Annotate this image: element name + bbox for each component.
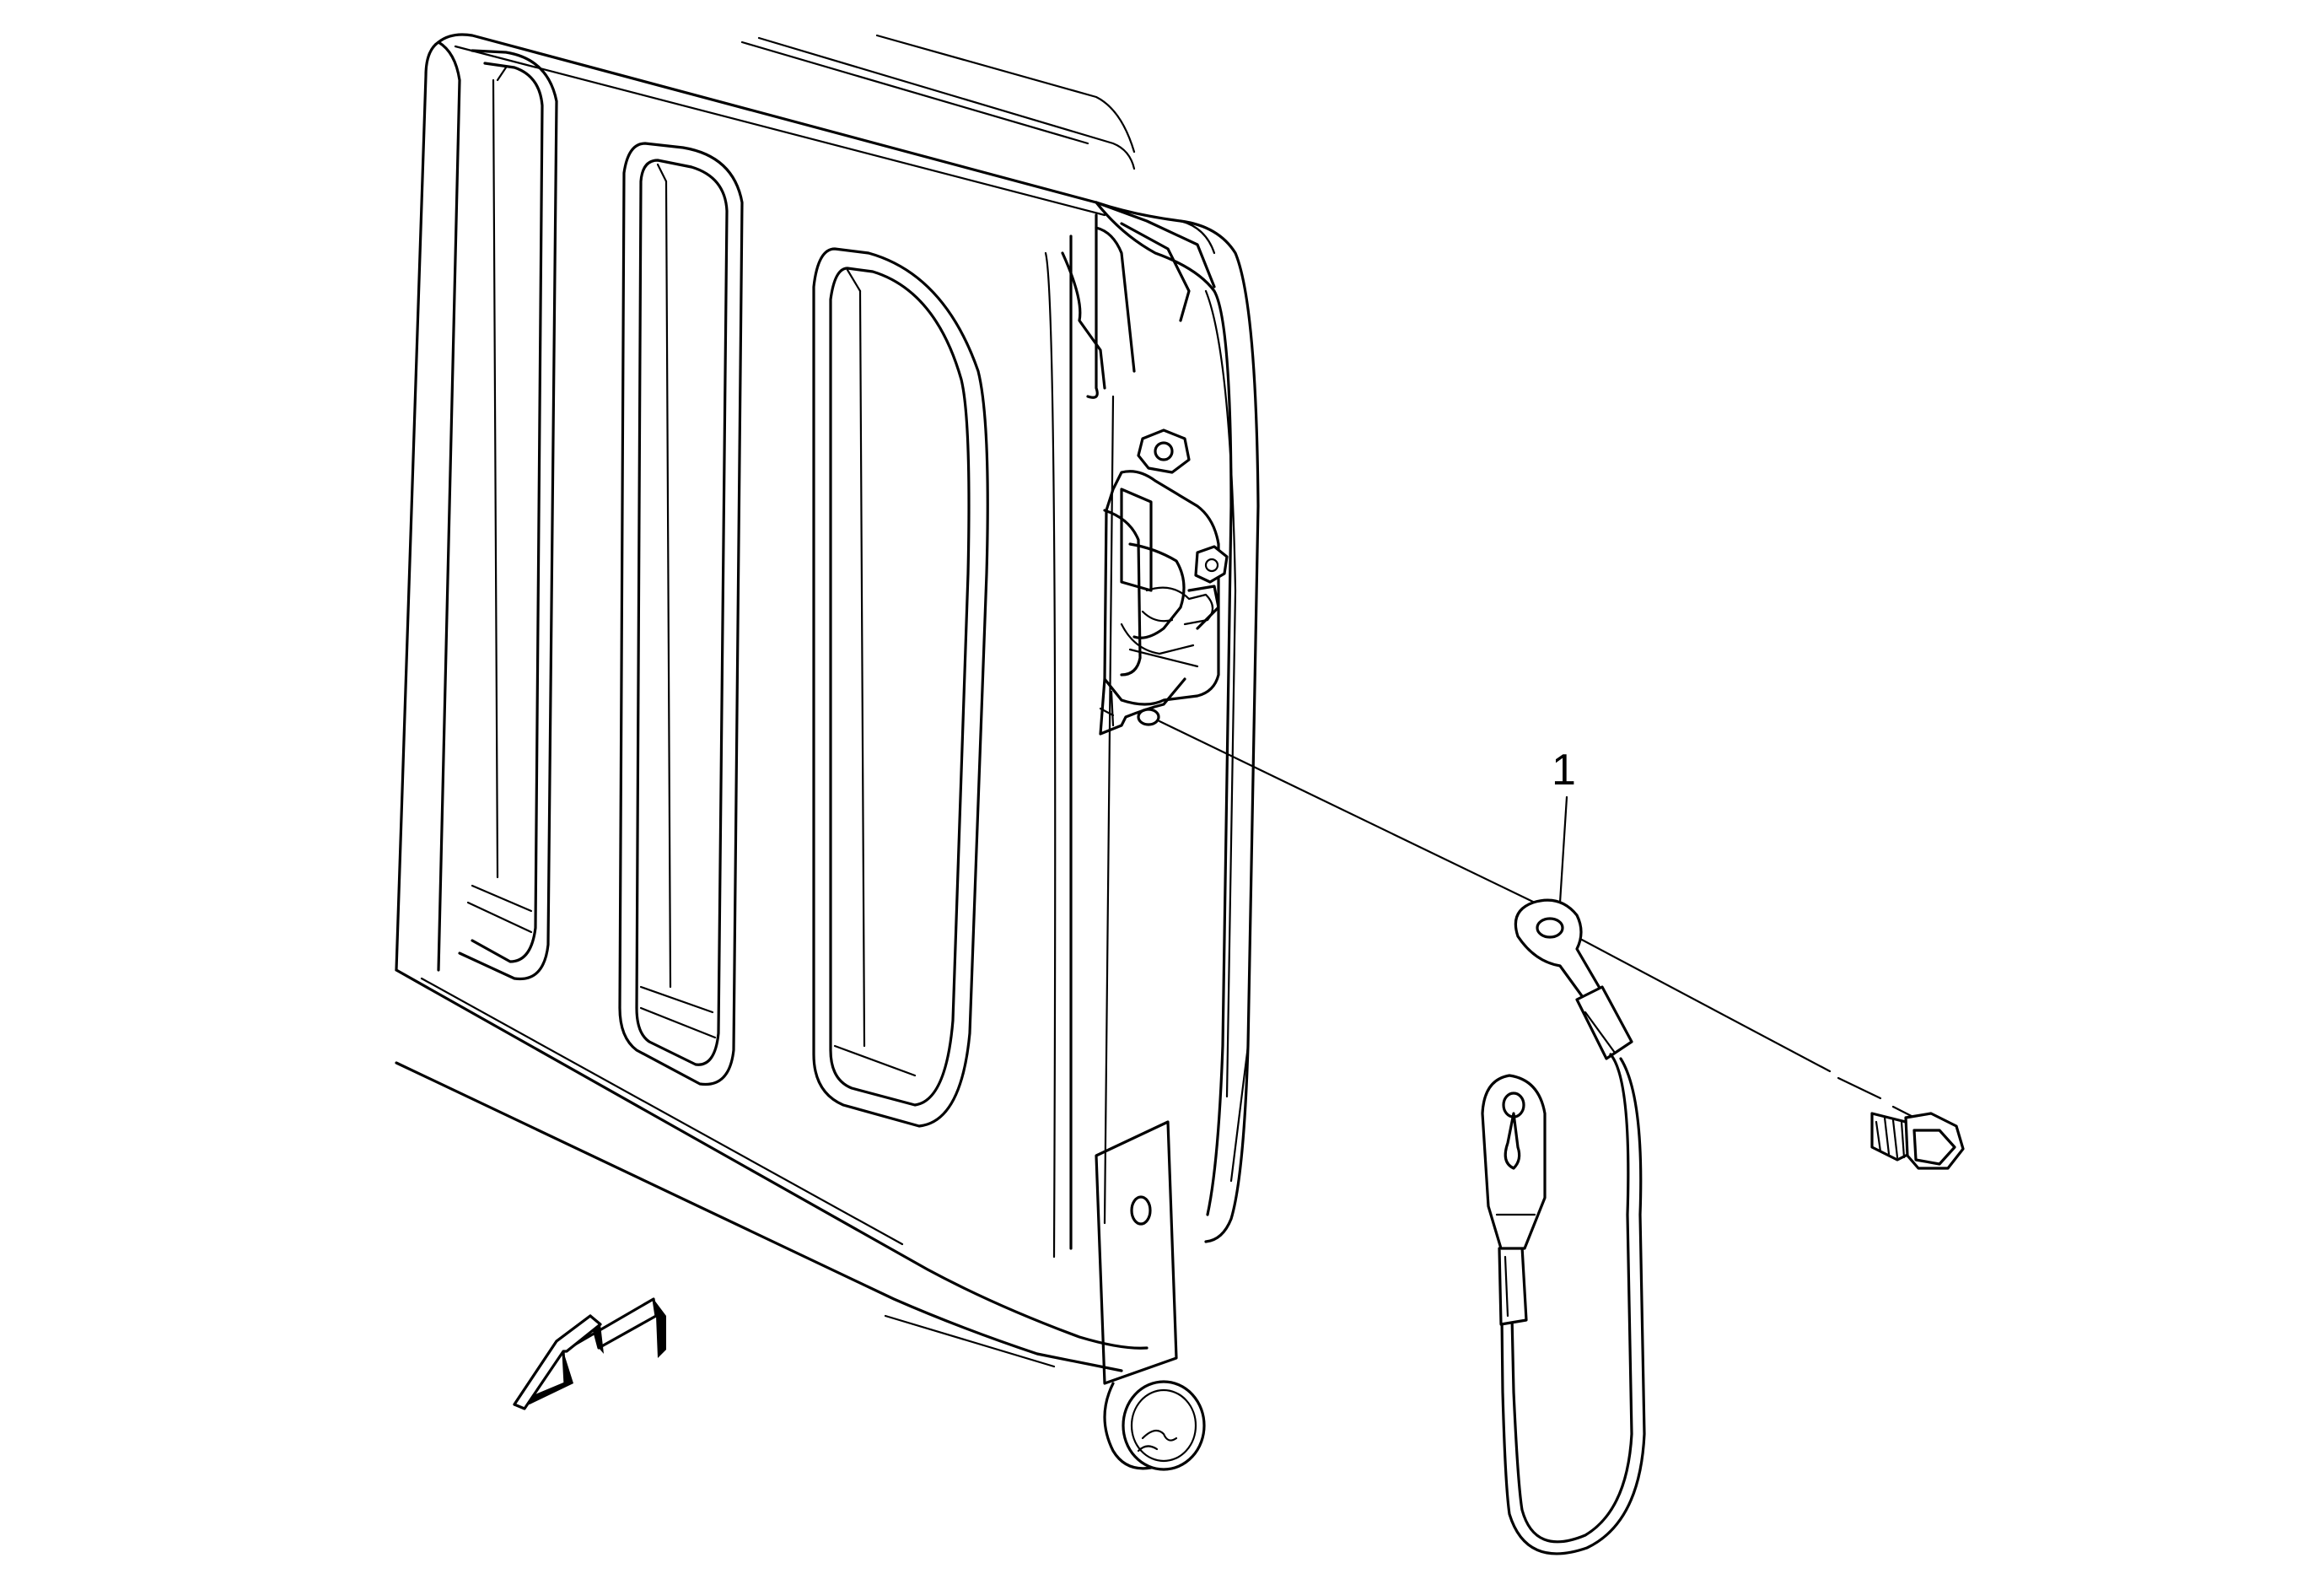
callout-1: 1 — [1552, 746, 1576, 904]
panel-opening-right — [812, 247, 989, 1128]
cable-lower-eyelet — [1481, 1074, 1547, 1250]
tailgate-pivot-cap — [1103, 1380, 1206, 1471]
latch-bolt-top — [1137, 429, 1191, 474]
direction-arrow-icon — [513, 1297, 666, 1410]
latch-bolt-middle — [1194, 545, 1229, 584]
cable-retaining-bolt — [1870, 1112, 1965, 1170]
latch-cable-hole — [1137, 708, 1160, 726]
panel-opening-center — [618, 142, 744, 1086]
panel-opening-left — [458, 49, 558, 981]
callout-1-leader — [1558, 795, 1568, 904]
tailgate-panel — [395, 33, 1260, 1385]
callout-1-label: 1 — [1552, 746, 1576, 795]
tailgate-support-cable — [1481, 898, 1646, 1555]
tailgate-latch — [1099, 429, 1229, 736]
